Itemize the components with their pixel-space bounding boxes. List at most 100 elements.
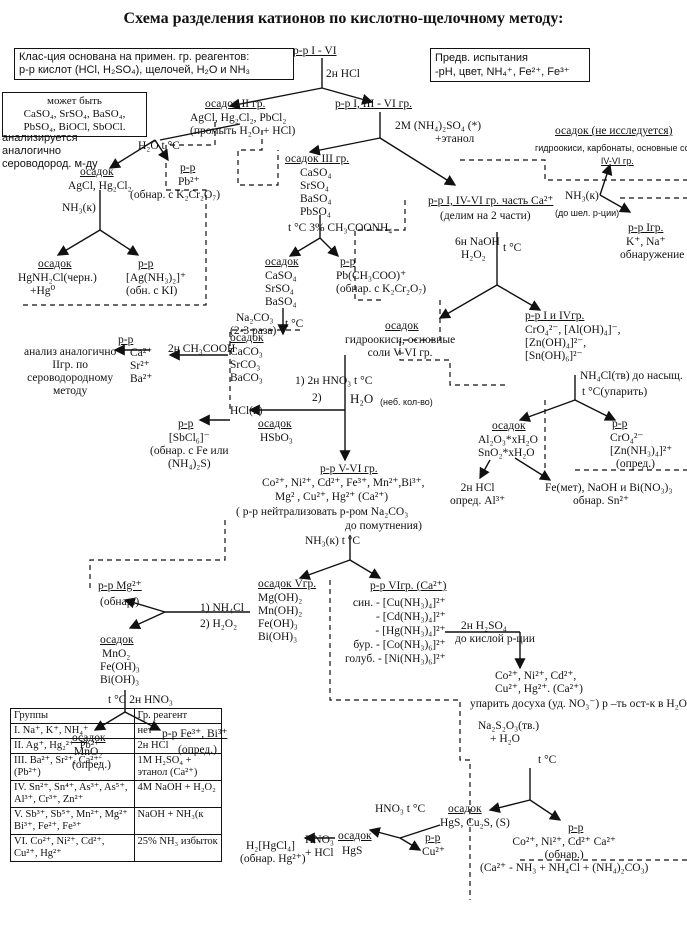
sol-v-vi-body-2: Mg² , Cu²⁺, Hg²⁺ (Ca²⁺) [275,491,389,503]
table-row: I. Na⁺, K⁺, NH₄⁺нет [10,723,222,739]
h2hgcl4: H₂[HgCl₄] (обнар. Hg²⁺) [240,840,306,866]
not-examined-line-2: IV-VI гр. [600,156,634,166]
reagent-cell: 4M NaOH + H₂O₂ [133,780,222,808]
precip-hydrox-title: осадок [385,320,419,332]
pb-sol-title: р-р [180,162,196,174]
analyzed-like-line-3: сероводород. м-ду [2,158,98,170]
precip-agcl-title: осадок [80,166,114,178]
sol-mg-title: р-р Mg²⁺ [98,580,142,592]
ag-sol-line-2: (обн. с KI) [126,285,178,297]
naoh-tc: t °C [503,242,522,254]
tc-ch3coonh4: t °C 3% CH₃COONH₄ [288,222,393,234]
precip-v-line-2: Mn(OH)₂ [258,605,303,617]
pb-acetate-line-1: Pb(CH₃COO)⁺ [336,270,407,282]
precip-al-body: Al₂O₃*xH₂O SnO₂*xH₂O [478,434,538,460]
precip-iii-line-4: PbSO₄ [300,206,331,218]
analysis-like-ii: анализ аналогично IIгр. по сероводородно… [24,346,116,398]
group-cell: V. Sb³⁺, Sb⁵⁺, Mn²⁺, Mg²⁺ Bi³⁺, Fe²⁺, Fe… [10,807,135,835]
na2co3-times: (2-3 раза) [230,325,277,337]
neutralize-note: ( р-р нейтрализовать р-ром Na₂CO₃ [236,506,409,518]
precip-so4-line-1: CaSO₄ [265,270,297,282]
sol-vi-line-4: бур. - [Co(NH₃)₆]²⁺ [353,639,446,651]
na2s2o3-tc: t °C [538,754,557,766]
sol-carb-title: р-р [118,334,134,346]
arrow-to-mn [128,611,166,630]
arrow-to-sn-detect [514,457,552,481]
arrow-to-sol-i-iii [321,87,374,105]
sol-iv-vi: р-р I, IV-VI гр. часть Ca²⁺ [428,195,554,207]
na2s2o3-line: Na₂S₂O₃(тв.) [478,720,540,732]
al-detect-line-1: 2н HCl [460,482,495,494]
precip-v-line-3: Fe(OH)₃ [258,618,298,630]
precip-hg-title: осадок [38,258,72,270]
precip-hsb-title: осадок [258,418,292,430]
sol-i-iv-line-3: [Sn(OH)₆]²⁻ [525,350,583,362]
arrow-hno3-split [399,824,441,839]
sol-vi-line-3: - [Hg(NH₃)₄]²⁺ [375,625,446,637]
not-examined-line-1: гидроокиси, карбонаты, основные соли [535,143,687,153]
nh4cl-h2o2: 1) NH₄Cl 2) H₂O₂ [200,600,244,632]
hcl-k: HCl(к) [230,405,263,417]
may-be-line-1: может быть [47,95,102,107]
reagent-hcl: 2н HCl [326,68,360,80]
tc-evaporate: t °C(упарить) [582,386,648,398]
precip-v-body: Mg(OH)₂ Mn(OH)₂ Fe(OH)₃ Bi(OH)₃ [258,592,302,644]
dash-border-hydrox [399,300,505,386]
precip-v-line-4: Bi(OH)₃ [258,631,298,643]
acid-reaction-line: до кислой р-ции [455,633,535,645]
precip-mn-line-1: MnO₂ [102,648,131,660]
precip-ii-line-2: (промыть H₂O + HCl) [190,125,296,137]
sol-i-body: K⁺, Na⁺ обнаружение [620,236,684,262]
precip-mn-title: осадок [100,634,134,646]
sol-cations: Co²⁺, Ni²⁺, Cd²⁺, Cu²⁺, Hg²⁺. (Ca²⁺) [495,670,583,696]
sol-carb-body: Ca²⁺ Sr²⁺ Ba²⁺ [130,347,152,386]
precip-so4-title: осадок [265,256,299,268]
pb-sol-line-2: (обнар. с K₂Cr₂O₇) [130,189,221,201]
sol-sbcl-title: р-р [178,418,194,430]
precip-so4-line-2: SrSO₄ [265,283,294,295]
precip-ii-line-1: AgCl, Hg₂Cl₂, PbCl₂ [190,112,287,124]
arrow-to-hydrox [438,284,498,319]
precip-hgs-title: осадок [448,803,482,815]
hno3-line: HNO₃ [305,834,334,846]
sol-cr-title: р-р [612,418,628,430]
sol-carb-line-3: Ba²⁺ [130,373,153,385]
nh3-k: NH₃(к) [62,202,96,214]
analysis-like-line-4: методу [53,385,88,397]
precip-iii-line-2: SrSO₄ [300,180,329,192]
preliminary-line-2: -pH, цвет, NH₄⁺, Fe²⁺, Fe³⁺ [435,66,570,78]
sol-vi-line-2: - [Cd(NH₃)₄]²⁺ [376,611,446,623]
tc-hno3: t °C 2н HNO₃ [108,694,173,706]
precip-hgs2-title: осадок [338,830,372,842]
ag-sol-line-1: [Ag(NH₃)₂]⁺ [126,272,187,284]
hno3-tc: HNO₃ t °C [375,803,426,815]
start-solution: р-р I - VI [293,45,337,57]
group-cell: II. Ag⁺, Hg₂²⁺, Pb²⁺ [10,738,135,754]
arrow-to-so4 [288,237,321,257]
precip-v-line-1: Mg(OH)₂ [258,592,303,604]
reagent-cell: 2н HCl [133,738,222,754]
h2o-small: H₂O [350,391,374,406]
sol-i-iv-title: р-р I и IVгр. [525,310,585,322]
sol-v-vi-body: Co²⁺, Ni²⁺, Cd²⁺, Fe³⁺, Mn²⁺,Bi³⁺, [262,477,425,489]
sol-cr-body: CrO₄²⁻ [Zn(NH₃)₄]²⁺ (опред.) [610,432,672,471]
naoh-line: 6н NaOH [455,236,500,248]
group-cell: IV. Sn²⁺, Sn⁴⁺, As³⁺, As⁵⁺, Al³⁺, Cr³⁺, … [10,780,135,808]
precip-mn-line-2: Fe(OH)₃ [100,661,140,673]
precip-carb-line-1: CaCO₃ [230,346,263,358]
preliminary-line-1: Предв. испытания [435,52,528,64]
precip-iii-title: осадок III гр. [285,153,350,165]
precip-al-line-2: SnO₂*xH₂O [478,447,535,459]
table-row: VI. Co²⁺, Ni²⁺, Cd²⁺, Cu²⁺, Hg²⁺25% NH₃ … [10,834,222,862]
sn-detect: Fe(мет), NaOH и Bi(NO₃)₃ обнар. Sn²⁺ [545,482,672,508]
analysis-like-line-3: сероводородному [27,372,114,384]
h2so4-line: 2н H₂SO₄ [461,620,507,632]
arrow-to-hg [56,229,101,256]
h2hgcl4-line: H₂[HgCl₄] [246,840,295,852]
may-be-box: может быть CaSO₄, SrSO₄, BaSO₄, PbSO₄, B… [2,92,147,137]
reagent-cell: NaOH + NH₃(к [133,807,222,835]
may-be-line-3: PbSO₄, BiOCl, SbOCl. [23,121,126,133]
sol-i-line-1: K⁺, Na⁺ [626,236,666,248]
sol-carb-line-1: Ca²⁺ [130,347,153,359]
